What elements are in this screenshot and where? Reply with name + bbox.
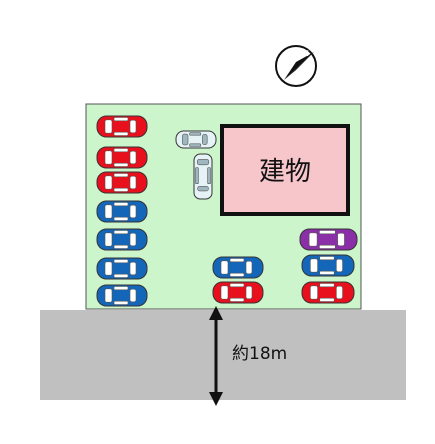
road — [40, 310, 406, 400]
car-left-2 — [96, 146, 148, 169]
car-left-7 — [96, 284, 148, 307]
car-right-2 — [301, 254, 355, 277]
north-marker: N — [303, 49, 309, 58]
car-center-bottom — [212, 281, 264, 304]
car-left-3 — [96, 171, 148, 194]
north-arrow-tail-icon — [284, 52, 314, 80]
distance-arrow — [209, 306, 223, 406]
car-white-horizontal — [175, 130, 217, 149]
car-white-vertical — [193, 153, 213, 200]
cars-layer — [96, 115, 358, 307]
distance-label: 約18m — [232, 344, 287, 364]
car-left-5 — [96, 228, 148, 251]
car-right-1 — [299, 228, 358, 251]
car-left-6 — [96, 257, 148, 280]
car-left-1 — [96, 115, 148, 138]
building-label: 建物 — [259, 157, 311, 187]
arrow-up-icon — [209, 306, 223, 320]
arrow-down-icon — [209, 392, 223, 406]
compass: N — [275, 45, 317, 87]
building — [220, 124, 350, 216]
car-right-3 — [301, 281, 355, 304]
car-left-4 — [96, 200, 148, 223]
car-center-top — [212, 256, 264, 279]
